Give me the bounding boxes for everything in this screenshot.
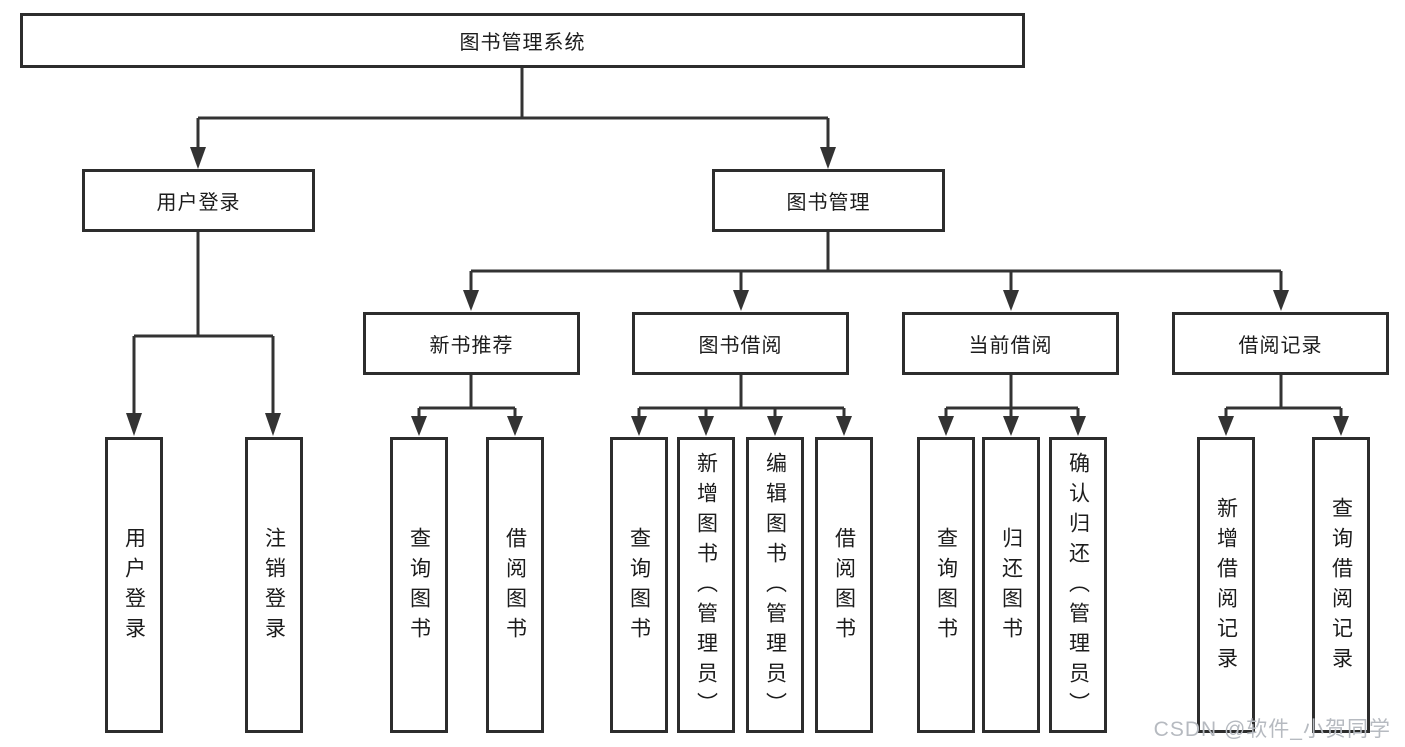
connector-root-to-branches <box>190 68 836 169</box>
leaf-user-login: 用户登录 <box>105 437 163 733</box>
leaf-add-books-admin: 新增图书（管理员） <box>677 437 735 733</box>
node-user-login-branch: 用户登录 <box>82 169 315 232</box>
leaf-recommend-borrow-books: 借阅图书 <box>486 437 544 733</box>
connector-user-login-to-leaves <box>126 232 281 436</box>
node-new-book-recommend: 新书推荐 <box>363 312 580 375</box>
node-borrow-records: 借阅记录 <box>1172 312 1389 375</box>
connector-borrow-records-to-leaves <box>1218 375 1349 436</box>
watermark: CSDN @软件_小贺同学 <box>1153 718 1391 741</box>
leaf-logout-login: 注销登录 <box>245 437 303 733</box>
connector-new-book-recommend-to-leaves <box>411 375 523 436</box>
connector-book-borrow-to-leaves <box>631 375 852 436</box>
leaf-confirm-return-admin: 确认归还（管理员） <box>1049 437 1107 733</box>
leaf-borrow-query-books: 查询图书 <box>610 437 668 733</box>
node-root: 图书管理系统 <box>20 13 1025 68</box>
leaf-borrow-books: 借阅图书 <box>815 437 873 733</box>
leaf-add-borrow-record: 新增借阅记录 <box>1197 437 1255 733</box>
node-book-management-branch: 图书管理 <box>712 169 945 232</box>
node-book-borrow: 图书借阅 <box>632 312 849 375</box>
node-current-borrow: 当前借阅 <box>902 312 1119 375</box>
leaf-edit-books-admin: 编辑图书（管理员） <box>746 437 804 733</box>
connector-current-borrow-to-leaves <box>938 375 1086 436</box>
leaf-return-books: 归还图书 <box>982 437 1040 733</box>
leaf-recommend-query-books: 查询图书 <box>390 437 448 733</box>
connector-book-management-to-groups <box>463 232 1289 311</box>
leaf-query-borrow-record: 查询借阅记录 <box>1312 437 1370 733</box>
leaf-current-query-books: 查询图书 <box>917 437 975 733</box>
